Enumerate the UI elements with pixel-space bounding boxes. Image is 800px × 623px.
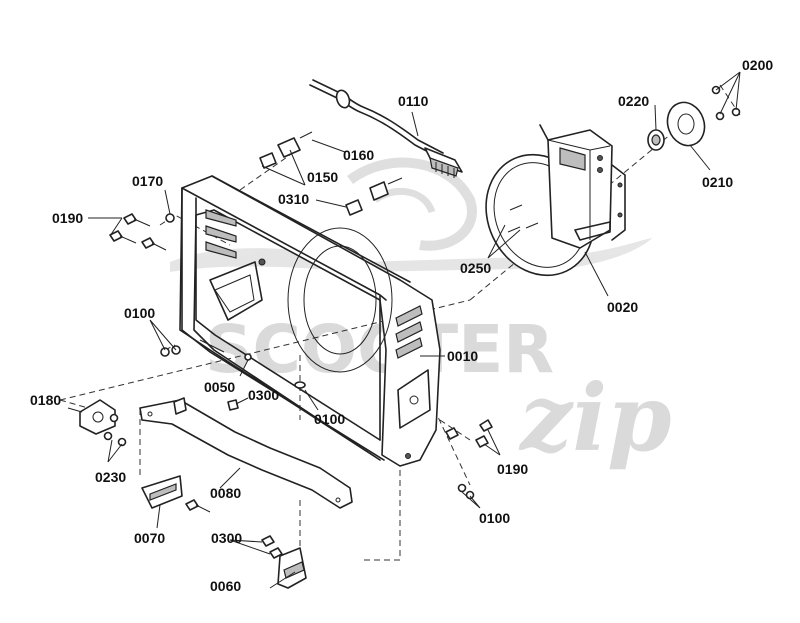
callout-0100-right: 0100 bbox=[479, 510, 510, 526]
callout-0050: 0050 bbox=[204, 379, 235, 395]
callout-0180: 0180 bbox=[30, 392, 61, 408]
callout-0150: 0150 bbox=[307, 169, 338, 185]
callout-labels: 0010 0020 0050 0060 0070 0080 0100 0100 … bbox=[30, 57, 773, 594]
callout-0310: 0310 bbox=[278, 191, 309, 207]
callout-0250: 0250 bbox=[460, 260, 491, 276]
centerline-bottom bbox=[360, 470, 401, 561]
leader-lines bbox=[67, 71, 741, 589]
clip-hardware bbox=[259, 131, 403, 216]
frame-bracket bbox=[139, 397, 353, 509]
chute-screws bbox=[507, 204, 539, 233]
left-hardware bbox=[109, 213, 181, 357]
callout-0020: 0020 bbox=[607, 299, 638, 315]
callout-0070: 0070 bbox=[134, 530, 165, 546]
callout-0300-bottom: 0300 bbox=[211, 530, 242, 546]
callout-0010: 0010 bbox=[447, 348, 478, 364]
callout-0080: 0080 bbox=[210, 485, 241, 501]
callout-0170: 0170 bbox=[132, 173, 163, 189]
callout-0220: 0220 bbox=[618, 93, 649, 109]
shoe-bolts bbox=[185, 353, 306, 559]
fan-bearing-assembly bbox=[647, 85, 741, 151]
bearing-flange bbox=[79, 399, 127, 447]
callout-0100-left: 0100 bbox=[124, 305, 155, 321]
callout-0110: 0110 bbox=[398, 93, 429, 109]
callout-0190-left: 0190 bbox=[52, 210, 83, 226]
watermark-script: zip bbox=[518, 364, 672, 472]
callout-0100-center: 0100 bbox=[314, 411, 345, 427]
callout-0300-top: 0300 bbox=[248, 387, 279, 403]
right-hardware bbox=[445, 419, 493, 500]
callout-0190-right: 0190 bbox=[497, 461, 528, 477]
chute-housing bbox=[485, 124, 626, 277]
skid-shoe-left bbox=[141, 475, 183, 509]
centerline-clip bbox=[239, 154, 291, 191]
callout-0210: 0210 bbox=[702, 174, 733, 190]
callout-0060: 0060 bbox=[210, 578, 241, 594]
callout-0200: 0200 bbox=[742, 57, 773, 73]
centerline-bolts-right bbox=[439, 419, 471, 441]
chute-crank bbox=[309, 79, 463, 178]
callout-0160: 0160 bbox=[343, 147, 374, 163]
callout-0230: 0230 bbox=[95, 469, 126, 485]
